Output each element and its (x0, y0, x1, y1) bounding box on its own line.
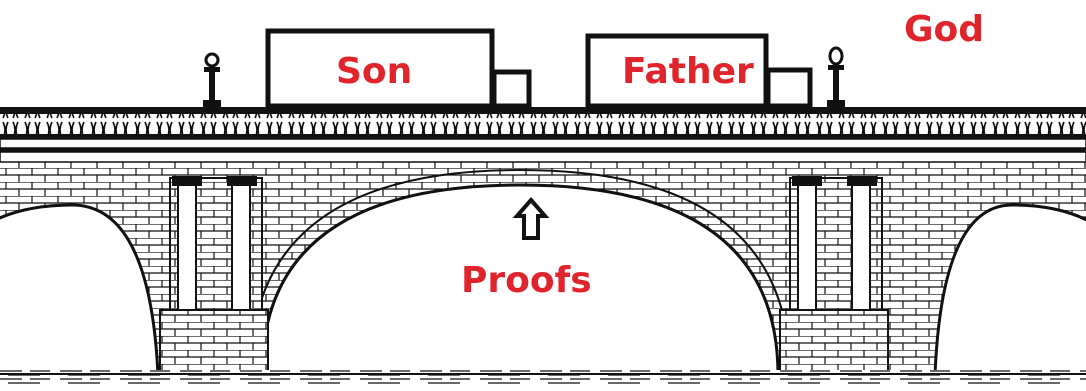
bridge-deck (0, 107, 1086, 162)
proofs-label: Proofs (461, 261, 592, 301)
son-label: Son (336, 52, 412, 92)
father-label: Father (622, 52, 754, 92)
right-pier (780, 176, 888, 375)
god-label: God (904, 10, 984, 50)
left-pier (160, 176, 268, 375)
lamp-post-icon (827, 48, 845, 108)
lamp-post-icon (203, 54, 221, 108)
river (0, 370, 1086, 386)
